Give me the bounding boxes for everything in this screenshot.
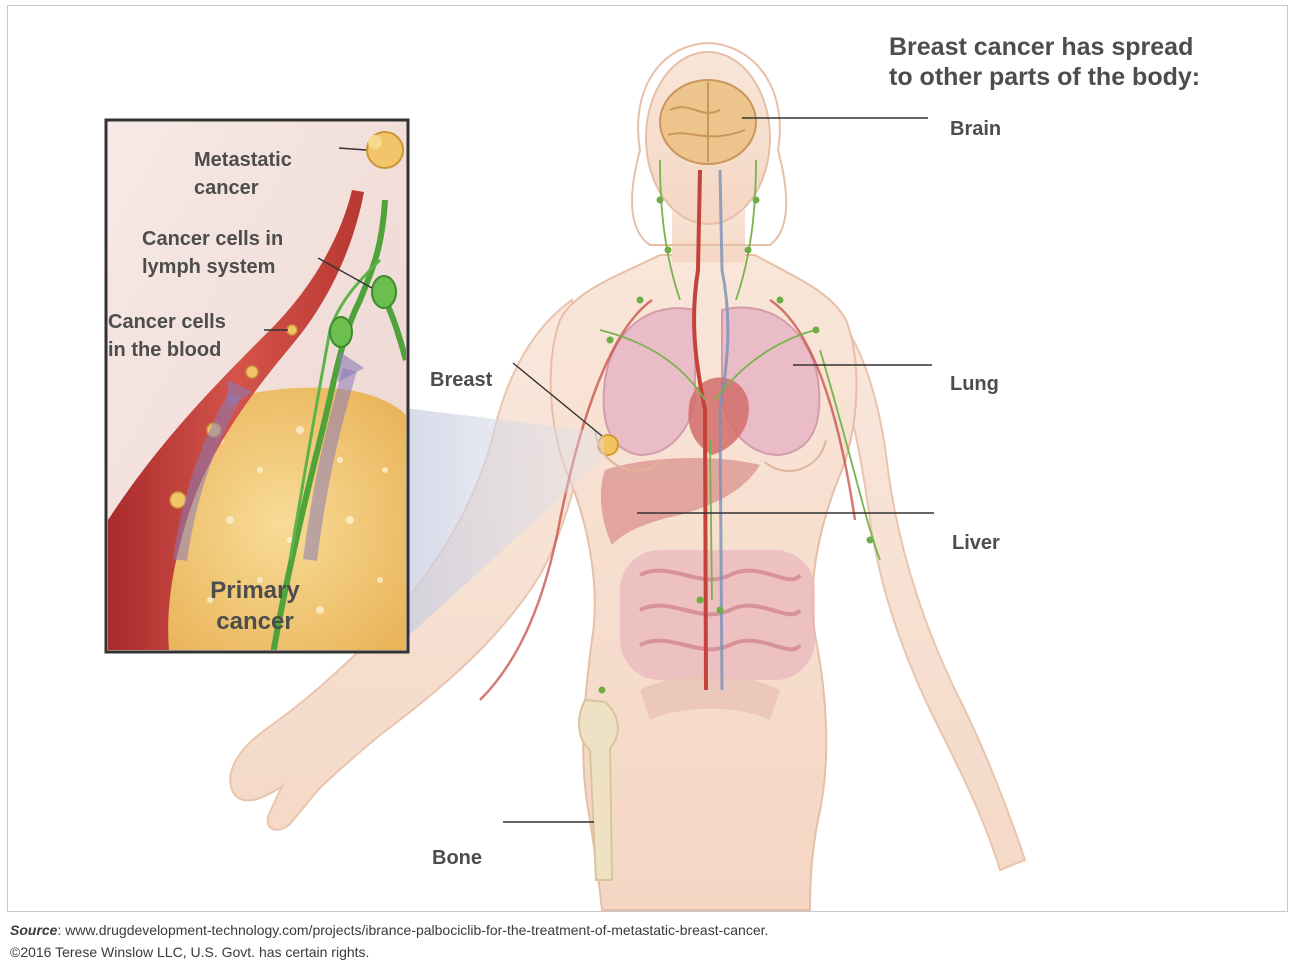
lymph-node bbox=[330, 317, 352, 347]
label-lymph-system: Cancer cells in lymph system bbox=[142, 225, 283, 281]
label-liver: Liver bbox=[952, 530, 1000, 556]
caption-source-label: Source bbox=[10, 922, 57, 938]
label-primary-line-1: Primary bbox=[203, 575, 307, 606]
label-lymph-line-1: Cancer cells in bbox=[142, 225, 283, 253]
label-blood-line-1: Cancer cells bbox=[108, 308, 226, 336]
label-brain: Brain bbox=[950, 116, 1001, 142]
label-blood-line-2: in the blood bbox=[108, 336, 226, 364]
headline-line-1: Breast cancer has spread bbox=[889, 32, 1200, 62]
label-primary-cancer: Primary cancer bbox=[203, 575, 307, 637]
caption: Source: www.drugdevelopment-technology.c… bbox=[10, 919, 768, 963]
headline-line-2: to other parts of the body: bbox=[889, 62, 1200, 92]
label-metastatic-cancer: Metastatic cancer bbox=[194, 146, 292, 202]
caption-source-text: : www.drugdevelopment-technology.com/pro… bbox=[57, 922, 768, 938]
label-blood: Cancer cells in the blood bbox=[108, 308, 226, 364]
label-lymph-line-2: lymph system bbox=[142, 253, 283, 281]
caption-source: Source: www.drugdevelopment-technology.c… bbox=[10, 919, 768, 941]
caption-copyright: ©2016 Terese Winslow LLC, U.S. Govt. has… bbox=[10, 941, 768, 963]
label-metastatic-line-2: cancer bbox=[194, 174, 292, 202]
label-metastatic-line-1: Metastatic bbox=[194, 146, 292, 174]
label-lung: Lung bbox=[950, 371, 999, 397]
label-bone: Bone bbox=[432, 845, 482, 871]
label-breast: Breast bbox=[430, 367, 492, 393]
label-primary-line-2: cancer bbox=[203, 606, 307, 637]
headline: Breast cancer has spread to other parts … bbox=[889, 32, 1200, 92]
lymph-node bbox=[372, 276, 396, 308]
